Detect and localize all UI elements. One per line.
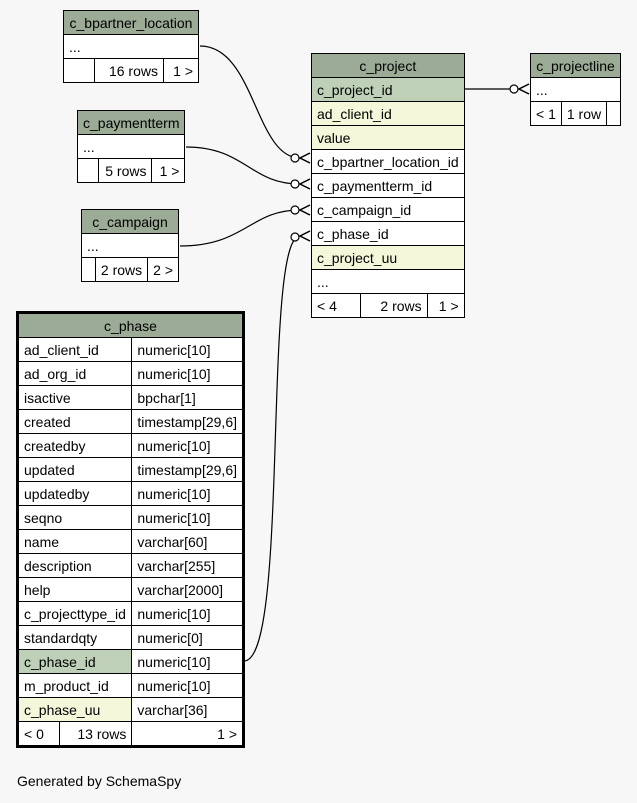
parents-cell [77,158,99,183]
column-name-primary-key[interactable]: c_phase_id [17,649,133,674]
row-count: 1 row [560,101,608,126]
column-type: numeric[0] [131,625,243,650]
parents-cell [81,257,96,282]
table-c_project[interactable]: c_project c_project_id ad_client_id valu… [311,53,465,318]
crowfoot [298,152,311,164]
column-type: varchar[2000] [131,577,243,602]
column-name[interactable]: created [17,409,133,434]
children-count[interactable]: 1 > [131,721,243,746]
column-c_paymentterm_id[interactable]: c_paymentterm_id [311,173,465,198]
children-count[interactable]: 1 > [151,158,186,183]
column-ad_client_id[interactable]: ad_client_id [311,101,465,126]
row-count: 5 rows [97,158,153,183]
column-type: numeric[10] [131,433,243,458]
column-c_campaign_id[interactable]: c_campaign_id [311,197,465,222]
edge-bpartner-location [199,45,301,159]
column-c_project_uu[interactable]: c_project_uu [311,245,465,270]
column-type: numeric[10] [131,337,243,362]
parents-count[interactable]: < 0 [19,722,60,745]
column-name[interactable]: updatedby [17,481,133,506]
column-type: varchar[255] [131,553,243,578]
crowfoot [517,83,530,95]
parents-cell [63,58,95,83]
table-c_paymentterm[interactable]: c_paymentterm ... 5 rows 1 > [76,110,186,183]
table-title[interactable]: c_paymentterm [76,110,186,135]
table-title[interactable]: c_project [311,53,465,78]
parents-count[interactable]: < 4 [311,293,361,318]
column-name[interactable]: createdby [17,433,133,458]
column-name[interactable]: isactive [17,385,133,410]
column-name[interactable]: name [17,529,133,554]
column-type: varchar[36] [131,697,243,722]
table-c_projectline[interactable]: c_projectline ... < 1 1 row [530,53,621,126]
crowfoot [298,178,311,190]
column-type: numeric[10] [131,601,243,626]
ellipsis-row: ... [63,34,199,59]
column-type: numeric[10] [131,673,243,698]
column-type: numeric[10] [131,481,243,506]
children-cell [606,101,621,126]
column-name[interactable]: m_product_id [17,673,133,698]
ellipsis-row: ... [76,134,186,159]
column-name[interactable]: seqno [17,505,133,530]
column-name[interactable]: ad_org_id [17,361,133,386]
column-name-indexed[interactable]: c_phase_uu [17,697,133,722]
column-type: timestamp[29,6] [131,457,243,482]
ellipsis-row: ... [311,269,465,294]
row-count: 13 rows [77,725,127,742]
ellipsis-row: ... [530,77,621,102]
children-count[interactable]: 2 > [147,257,179,282]
edge-end-circle [290,232,300,242]
column-value[interactable]: value [311,125,465,150]
column-c_project_id[interactable]: c_project_id [311,77,465,102]
children-count[interactable]: 1 > [426,293,465,318]
edge-end-circle [290,153,300,163]
edge-phase [243,235,301,662]
table-title[interactable]: c_campaign [81,209,179,234]
edge-campaign [179,209,301,247]
column-type: numeric[10] [131,649,243,674]
column-c_phase_id[interactable]: c_phase_id [311,221,465,246]
children-count[interactable]: 1 > [163,58,199,83]
table-c_bpartner_location[interactable]: c_bpartner_location ... 16 rows 1 > [63,10,199,83]
column-name[interactable]: standardqty [17,625,133,650]
column-type: varchar[60] [131,529,243,554]
generated-by-footer: Generated by SchemaSpy [17,773,182,789]
column-type: numeric[10] [131,361,243,386]
column-name[interactable]: ad_client_id [17,337,133,362]
column-name[interactable]: c_projecttype_id [17,601,133,626]
column-name[interactable]: description [17,553,133,578]
edge-end-circle [509,84,519,94]
edge-paymentterm [185,146,301,185]
crowfoot [298,204,311,216]
table-title[interactable]: c_phase [18,313,243,338]
column-type: numeric[10] [131,505,243,530]
row-count: 16 rows [94,58,164,83]
column-type: timestamp[29,6] [131,409,243,434]
table-title[interactable]: c_bpartner_location [63,10,199,35]
table-title[interactable]: c_projectline [530,53,621,78]
column-name[interactable]: updated [17,457,133,482]
table-c_campaign[interactable]: c_campaign ... 2 rows 2 > [81,209,179,282]
row-count: 2 rows [360,293,428,318]
column-type: bpchar[1] [131,385,243,410]
edge-end-circle [290,205,300,215]
column-c_bpartner_location_id[interactable]: c_bpartner_location_id [311,149,465,174]
row-count: 2 rows [94,257,149,282]
footer-left: < 0 13 rows [17,721,133,746]
parents-count[interactable]: < 1 [530,101,562,126]
edge-end-circle [290,179,300,189]
crowfoot [298,230,311,242]
column-name[interactable]: help [17,577,133,602]
ellipsis-row: ... [81,233,179,258]
